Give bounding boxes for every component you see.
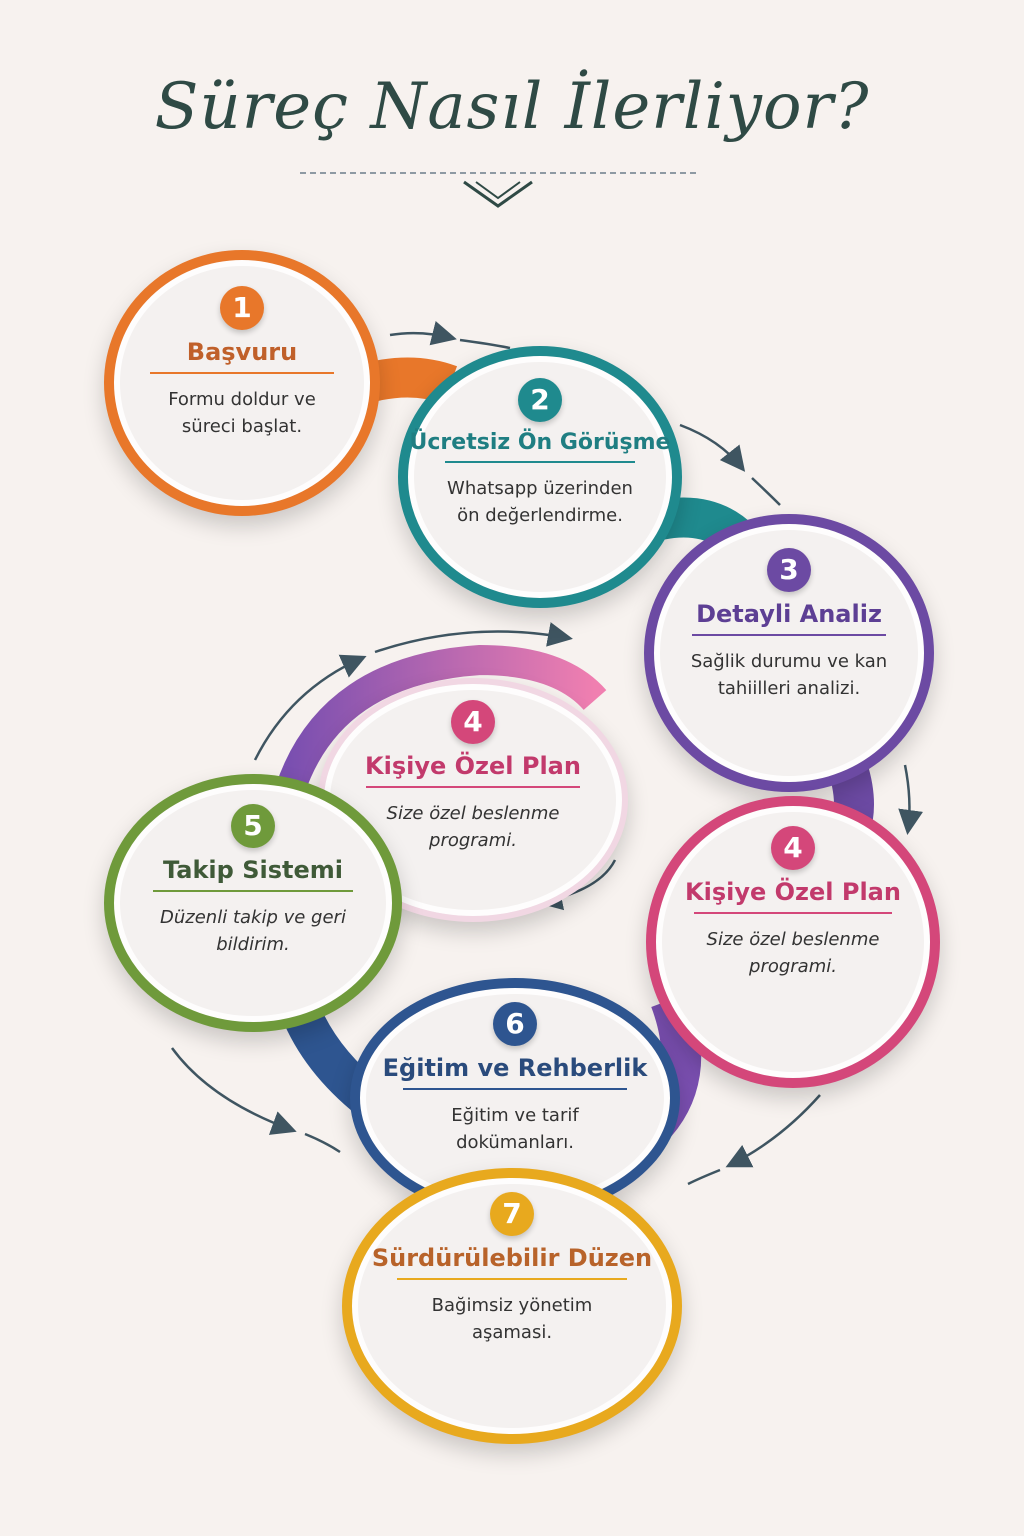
step-number-badge: 7	[490, 1192, 534, 1236]
chevron-down-icon	[463, 180, 533, 208]
step-title: Ücretsiz Ön Görüşme	[409, 430, 671, 455]
page-title: Süreç Nasıl İlerliyor?	[154, 70, 870, 144]
step-1: 1 Başvuru Formu doldur ve süreci başlat.	[104, 250, 380, 516]
step-description: Sağlik durumu ve kan tahiilleri analizi.	[690, 651, 888, 699]
step-number-badge: 2	[518, 378, 562, 422]
step-description: Düzenli takip ve geri bildirim.	[160, 907, 346, 955]
step-title: Takip Sistemi	[163, 856, 343, 884]
step-number-badge: 5	[231, 804, 275, 848]
step-number-badge: 6	[493, 1002, 537, 1046]
step-number-badge: 3	[767, 548, 811, 592]
step-description: Eğitim ve tarif dokümanları.	[451, 1105, 579, 1153]
step-title: Başvuru	[186, 338, 298, 366]
step-5: 5 Takip Sistemi Düzenli takip ve geri bi…	[104, 774, 402, 1032]
step-number-badge: 4	[451, 700, 495, 744]
step-number-badge: 1	[220, 286, 264, 330]
step-title: Detayli Analiz	[696, 600, 882, 628]
arrow-5-loop	[253, 654, 367, 761]
step-description: Size özel beslenme programi.	[386, 803, 560, 851]
step-7: 7 Sürdürülebilir Düzen Bağimsiz yönetim …	[342, 1168, 682, 1444]
arrow-1-2	[389, 321, 457, 346]
step-title: Sürdürülebilir Düzen	[371, 1244, 653, 1272]
step-description: Whatsapp üzerinden ön değerlendirme.	[447, 478, 633, 526]
arrow-2-3	[679, 423, 746, 472]
step-number-badge: 4	[771, 826, 815, 870]
ribbon-loop	[275, 644, 607, 795]
step-title: Eğitim ve Rehberlik	[382, 1054, 648, 1082]
arrow-4-6	[725, 1094, 821, 1168]
step-3: 3 Detayli Analiz Sağlik durumu ve kan ta…	[644, 514, 934, 792]
step-4: 4 Kişiye Özel Plan Size özel beslenme pr…	[646, 796, 940, 1088]
step-title: Kişiye Özel Plan	[365, 752, 581, 780]
title-divider	[300, 172, 696, 174]
step-description: Size özel beslenme programi.	[706, 929, 880, 977]
arrow-3-4	[898, 764, 924, 835]
step-2: 2 Ücretsiz Ön Görüşme Whatsapp üzerinden…	[398, 346, 682, 608]
step-title: Kişiye Özel Plan	[685, 878, 901, 906]
arrow-5-6	[170, 1047, 297, 1135]
step-description: Formu doldur ve süreci başlat.	[168, 389, 316, 437]
step-description: Bağimsiz yönetim aşamasi.	[431, 1295, 593, 1343]
